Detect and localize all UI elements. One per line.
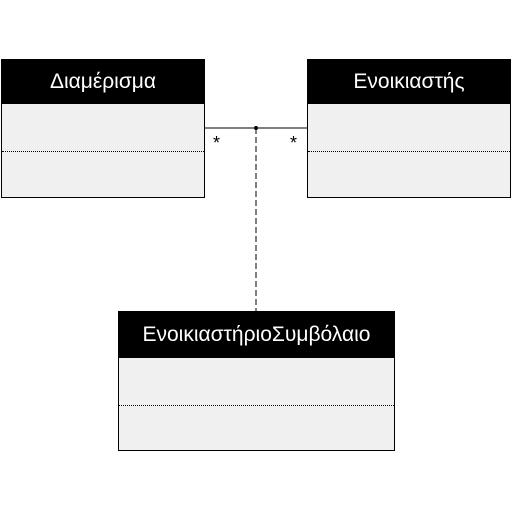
class-apartment-operations bbox=[2, 152, 204, 197]
class-tenant[interactable]: Ενοικιαστής bbox=[307, 59, 511, 198]
class-tenant-operations bbox=[308, 152, 510, 197]
class-apartment[interactable]: Διαμέρισμα bbox=[1, 59, 205, 198]
class-tenant-attributes bbox=[308, 104, 510, 152]
class-tenant-name: Ενοικιαστής bbox=[308, 60, 510, 104]
class-apartment-attributes bbox=[2, 104, 204, 152]
class-lease-contract-operations bbox=[119, 406, 394, 450]
class-lease-contract-name: ΕνοικιαστήριοΣυμβόλαιο bbox=[119, 312, 394, 358]
class-lease-contract-attributes bbox=[119, 358, 394, 406]
association-junction-dot bbox=[254, 126, 258, 130]
class-lease-contract[interactable]: ΕνοικιαστήριοΣυμβόλαιο bbox=[118, 311, 395, 451]
class-apartment-name: Διαμέρισμα bbox=[2, 60, 204, 104]
multiplicity-tenant-end: * bbox=[290, 133, 298, 153]
multiplicity-apartment-end: * bbox=[213, 133, 221, 153]
